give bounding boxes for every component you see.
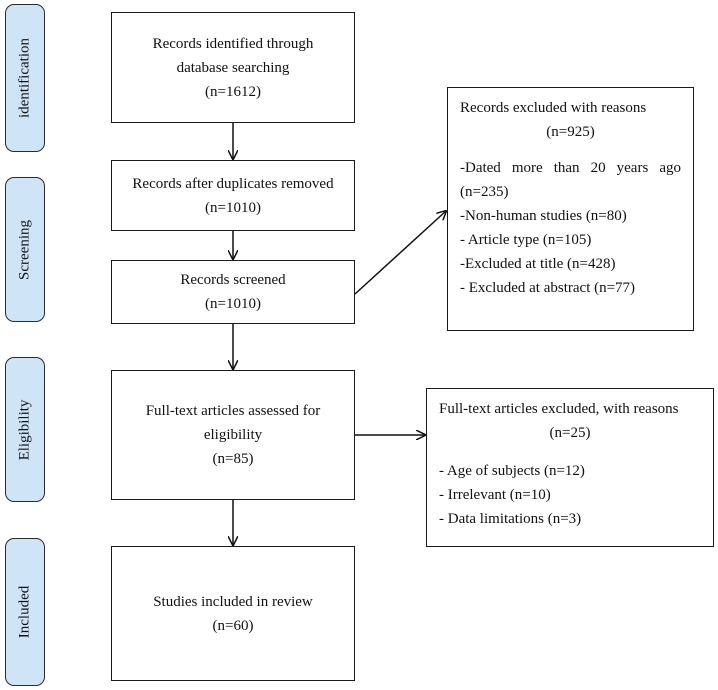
- arrow-screened-to-excluded: [354, 211, 446, 295]
- records-identified-line1: Records identified through: [152, 35, 314, 52]
- records-excluded-count: (n=925): [546, 124, 595, 140]
- studies-included-label: Studies included in review: [153, 593, 313, 610]
- fulltext-excluded-box: Full-text articles excluded, with reason…: [426, 388, 714, 547]
- fulltext-assessed-count: (n=85): [212, 451, 254, 467]
- excluded-reason-item: -Dated more than 20 years ago: [460, 160, 681, 176]
- records-excluded-box: Records excluded with reasons (n=925) -D…: [447, 87, 694, 331]
- fulltext-assessed-box: Full-text articles assessed for eligibil…: [111, 370, 355, 500]
- fulltext-excluded-item: - Irrelevant (n=10): [439, 487, 551, 503]
- fulltext-excluded-item: - Age of subjects (n=12): [439, 463, 585, 479]
- records-excluded-title: Records excluded with reasons: [460, 100, 647, 116]
- stage-included: Included: [5, 538, 45, 686]
- stage-identification: identification: [5, 4, 45, 152]
- records-identified-count: (n=1612): [205, 83, 261, 100]
- fulltext-assessed-line1: Full-text articles assessed for: [145, 403, 321, 419]
- duplicates-removed-label: Records after duplicates removed: [132, 175, 334, 192]
- records-screened-box: Records screened (n=1010): [111, 260, 355, 324]
- fulltext-assessed-line2: eligibility: [203, 427, 263, 443]
- duplicates-removed-box: Records after duplicates removed (n=1010…: [111, 160, 355, 231]
- records-screened-count: (n=1010): [205, 296, 261, 312]
- records-screened-label: Records screened: [180, 272, 286, 288]
- duplicates-removed-count: (n=1010): [205, 199, 261, 216]
- excluded-reason-item: - Excluded at abstract (n=77): [460, 280, 636, 296]
- excluded-reason-item: -Non-human studies (n=80): [460, 208, 627, 224]
- excluded-reason-item: (n=235): [460, 184, 509, 200]
- records-identified-box: Records identified through database sear…: [111, 12, 355, 123]
- fulltext-excluded-count: (n=25): [549, 425, 591, 441]
- stage-eligibility: Eligibility: [5, 357, 45, 502]
- excluded-reason-item: - Article type (n=105): [460, 232, 592, 248]
- studies-included-count: (n=60): [212, 617, 254, 634]
- stage-screening: Screening: [5, 177, 45, 322]
- excluded-reason-item: -Excluded at title (n=428): [460, 256, 616, 272]
- studies-included-box: Studies included in review (n=60): [111, 546, 355, 681]
- records-identified-line2: database searching: [176, 59, 290, 76]
- fulltext-excluded-title: Full-text articles excluded, with reason…: [439, 401, 679, 417]
- fulltext-excluded-item: - Data limitations (n=3): [439, 511, 582, 527]
